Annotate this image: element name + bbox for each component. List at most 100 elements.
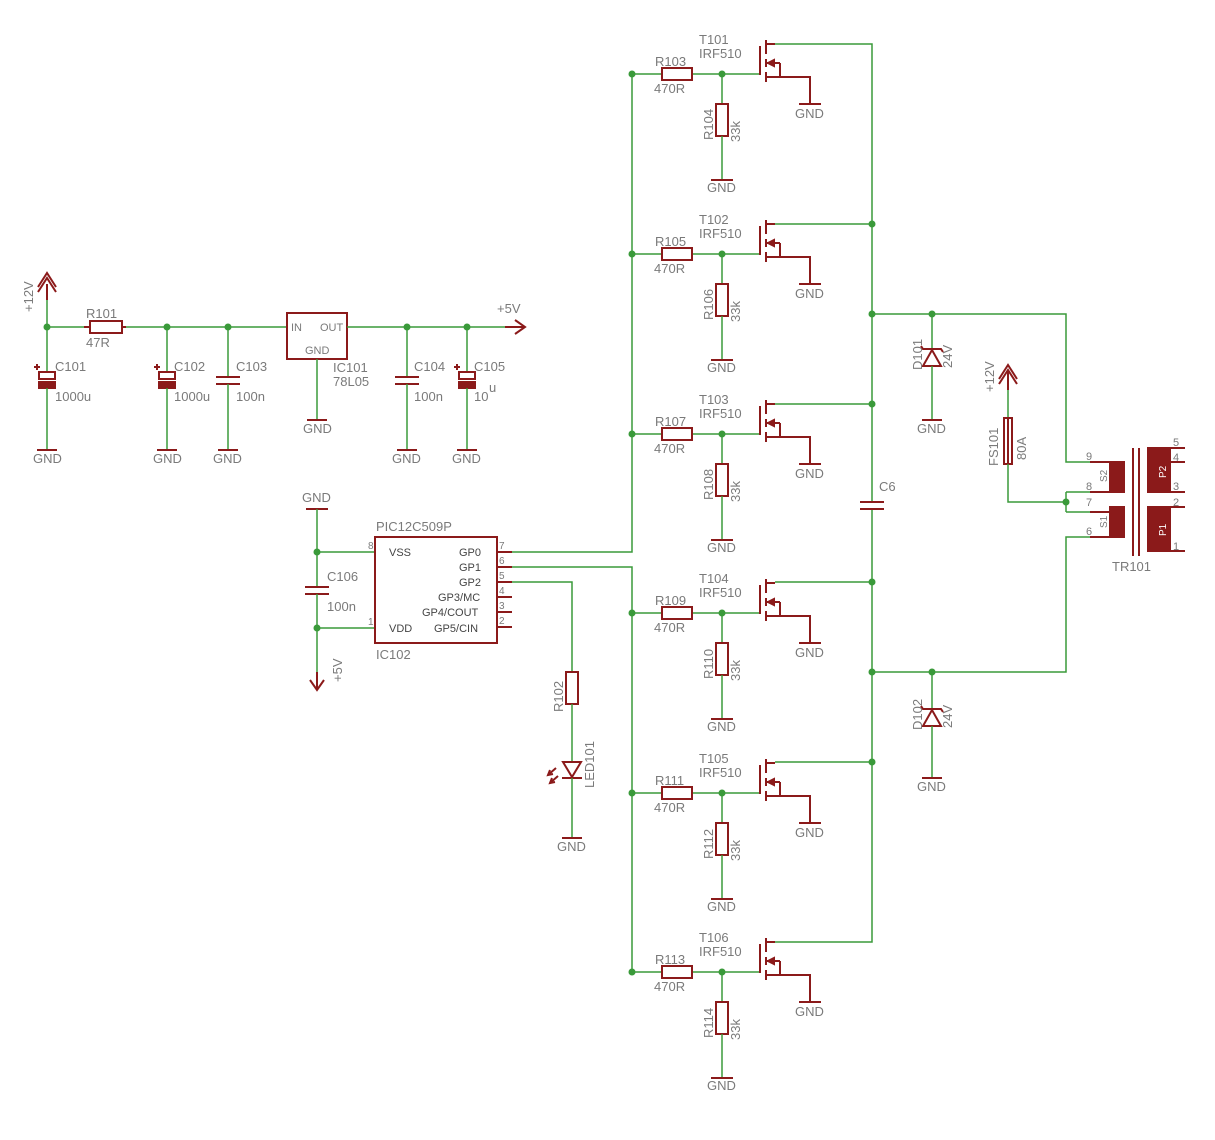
led101-name: LED101 xyxy=(582,741,597,788)
vcc-5v-down-label: +5V xyxy=(330,658,345,682)
tr101-pin2: 2 xyxy=(1173,497,1179,509)
ic102-pin4-num: 4 xyxy=(499,586,505,597)
pulldown-resistor-name: R114 xyxy=(701,1008,716,1038)
source-gnd: GND xyxy=(795,645,824,660)
vcc-12v-label: +12V xyxy=(21,281,36,312)
pulldown-resistor xyxy=(715,1001,729,1035)
transistor-value: IRF510 xyxy=(699,765,742,780)
tr101-winding-s2: S2 xyxy=(1099,469,1110,482)
pulldown-resistor-value: 33k xyxy=(728,481,743,502)
gate-resistor xyxy=(661,247,693,261)
c104-name: C104 xyxy=(414,359,445,374)
fuse-fs101: +12V FS101 80A xyxy=(982,361,1090,513)
transistor-value: IRF510 xyxy=(699,585,742,600)
ic102-gp4: GP4/COUT xyxy=(422,607,479,619)
capacitor-c105: C105 10 u GND xyxy=(452,327,505,466)
ic101-gnd: GND xyxy=(303,421,332,436)
tr101-pin7: 7 xyxy=(1086,497,1092,509)
ic102-pin3-num: 3 xyxy=(499,601,505,612)
c102-gnd: GND xyxy=(153,451,182,466)
mosfet-symbol: GND xyxy=(759,759,824,840)
r101-name: R101 xyxy=(86,306,117,321)
gate-resistor-name: R111 xyxy=(655,773,684,788)
transistor-name: T105 xyxy=(699,751,729,766)
gate-resistor-name: R109 xyxy=(655,593,686,608)
tr101-winding-p1: P1 xyxy=(1158,523,1169,536)
d101-value: 24V xyxy=(940,345,955,368)
transformer-tr101: 9 8 7 6 5 4 3 2 1 S2 S1 P2 P1 TR101 xyxy=(1086,437,1185,574)
mcu-gnd: GND xyxy=(302,490,331,505)
pulldown-gnd: GND xyxy=(707,180,736,195)
pulldown-gnd: GND xyxy=(707,540,736,555)
zener-d101: D101 24V GND xyxy=(910,314,955,436)
tr101-pin8: 8 xyxy=(1086,481,1092,493)
mosfet-symbol: GND xyxy=(759,220,824,301)
c104-value: 100n xyxy=(414,389,443,404)
ic102-pin8-name: VSS xyxy=(389,547,411,559)
transistor-value: IRF510 xyxy=(699,944,742,959)
ic102-name: IC102 xyxy=(376,647,411,662)
pulldown-resistor-value: 33k xyxy=(728,301,743,322)
pulldown-gnd: GND xyxy=(707,899,736,914)
resistor-r101: R101 47R xyxy=(84,306,126,350)
gate-resistor-value: 470R xyxy=(654,979,685,994)
c106-name: C106 xyxy=(327,569,358,584)
ic102-pin1-num: 1 xyxy=(368,617,374,628)
source-gnd: GND xyxy=(795,106,824,121)
ic101-pin-out: OUT xyxy=(320,322,344,334)
transistor-value: IRF510 xyxy=(699,46,742,61)
gate-resistor xyxy=(661,606,693,620)
c102-name: C102 xyxy=(174,359,205,374)
tr101-winding-s1: S1 xyxy=(1099,515,1110,528)
transistor-name: T102 xyxy=(699,212,729,227)
power-supply: +12V R101 47R C101 1000u GND xyxy=(21,271,527,466)
ic101-name: IC101 xyxy=(333,360,368,375)
gate-resistor xyxy=(661,965,693,979)
zener-d102: D102 24V GND xyxy=(910,672,955,794)
vcc-5v-down-symbol: +5V xyxy=(309,658,345,692)
pulldown-resistor xyxy=(715,463,729,497)
pulldown-resistor xyxy=(715,642,729,676)
mosfet-symbol: GND xyxy=(759,938,824,1019)
gate-resistor-name: R103 xyxy=(655,54,686,69)
source-gnd: GND xyxy=(795,286,824,301)
pulldown-resistor-value: 33k xyxy=(728,840,743,861)
tr101-pin9: 9 xyxy=(1086,451,1092,463)
capacitor-c101: C101 1000u GND xyxy=(33,359,91,466)
pulldown-resistor-value: 33k xyxy=(728,121,743,142)
fs101-vcc: +12V xyxy=(982,361,997,392)
gate-resistor-name: R113 xyxy=(655,952,685,967)
pulldown-resistor-name: R106 xyxy=(701,289,716,320)
c105-name: C105 xyxy=(474,359,505,374)
mosfet-symbol: GND xyxy=(759,40,824,121)
c6-name: C6 xyxy=(879,479,896,494)
tr101-pin3: 3 xyxy=(1173,481,1179,493)
transistor-name: T104 xyxy=(699,571,729,586)
transistor-value: IRF510 xyxy=(699,406,742,421)
gate-resistor-value: 470R xyxy=(654,261,685,276)
pulldown-gnd: GND xyxy=(707,360,736,375)
c101-gnd: GND xyxy=(33,451,62,466)
source-gnd: GND xyxy=(795,466,824,481)
ic102-value: PIC12C509P xyxy=(376,519,452,534)
vcc-12v-symbol: +12V xyxy=(21,271,57,312)
c104-gnd: GND xyxy=(392,451,421,466)
ic101-pin-in: IN xyxy=(291,322,302,334)
fs101-value: 80A xyxy=(1014,437,1029,460)
drain-buses: C6 xyxy=(775,43,1090,943)
gate-resistor-value: 470R xyxy=(654,441,685,456)
gate-resistor xyxy=(661,427,693,441)
c102-value: 1000u xyxy=(174,389,210,404)
tr101-winding-p2: P2 xyxy=(1158,465,1169,478)
pulldown-gnd: GND xyxy=(707,719,736,734)
pulldown-gnd: GND xyxy=(707,1078,736,1093)
c101-name: C101 xyxy=(55,359,86,374)
source-gnd: GND xyxy=(795,1004,824,1019)
mcu-ic102: PIC12C509P IC102 8 VSS 1 VDD 7 6 5 4 3 2… xyxy=(368,519,512,662)
gate-resistor xyxy=(661,67,693,81)
